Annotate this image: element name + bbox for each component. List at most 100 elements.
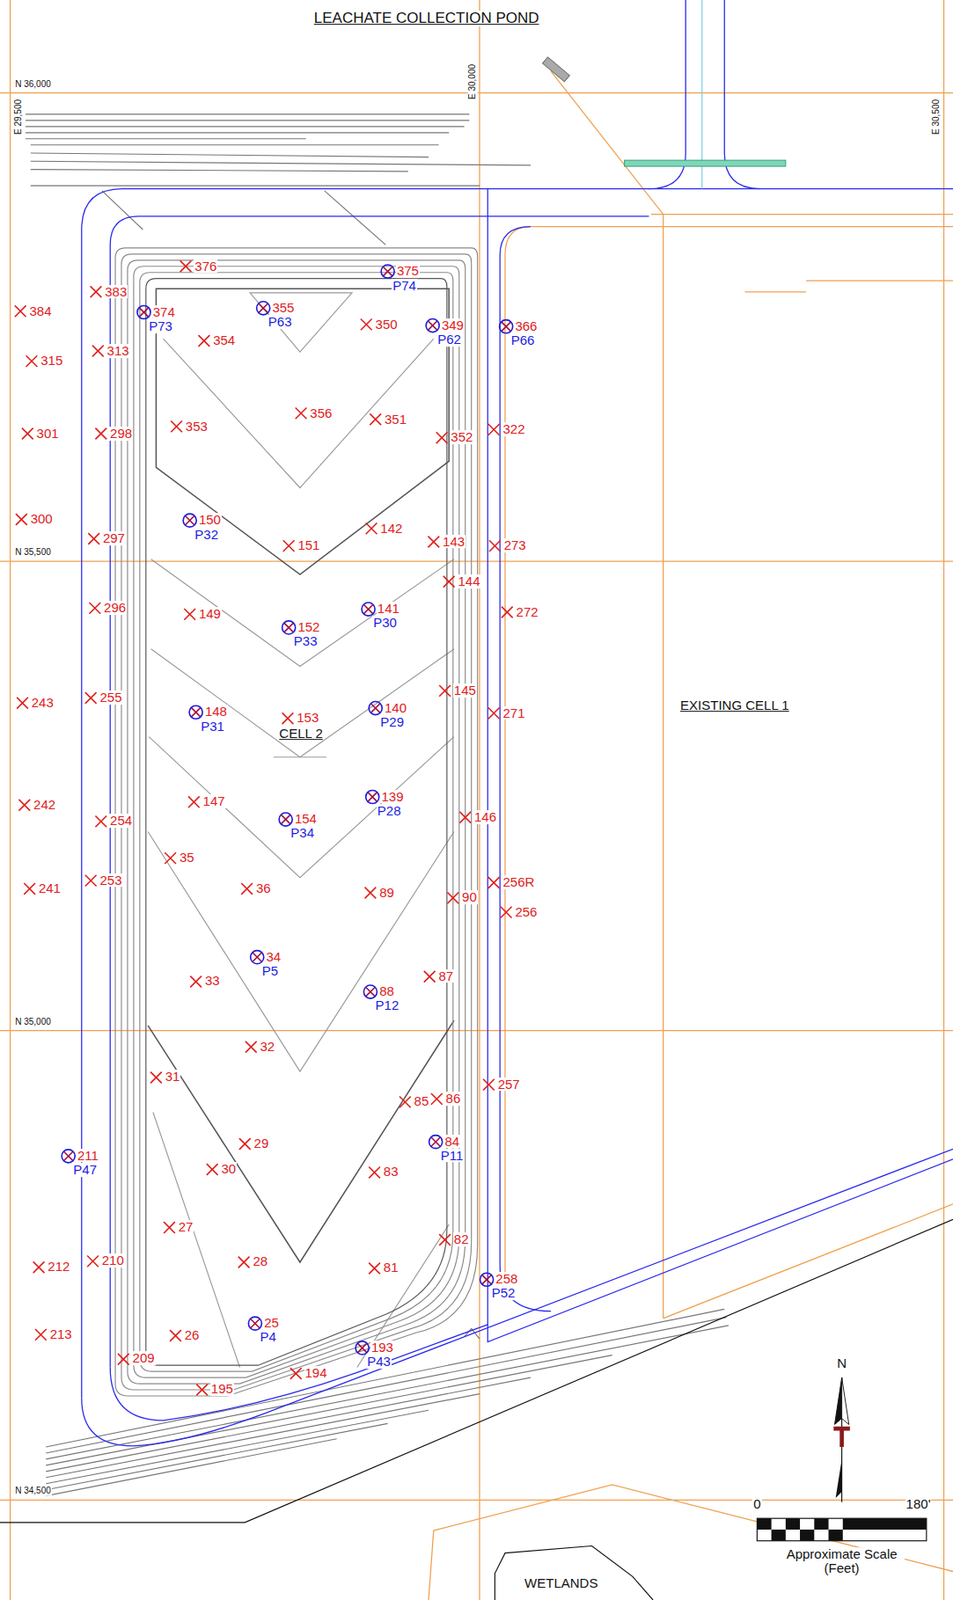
survey-point-stroke — [150, 1072, 162, 1085]
road-edge — [109, 1325, 488, 1422]
scale-bar-block — [785, 1518, 800, 1531]
point-number: 153 — [295, 711, 320, 726]
well-number: 88 — [378, 984, 396, 999]
piezometer-symbol — [355, 1341, 369, 1356]
survey-point-stroke — [35, 1329, 47, 1342]
scale-bar-block — [828, 1530, 844, 1542]
cell-contour — [115, 248, 478, 1397]
point-number: 146 — [473, 810, 498, 825]
survey-point-stroke — [282, 712, 294, 725]
outfall-structure — [542, 57, 571, 82]
survey-point-stroke — [439, 685, 451, 697]
well-number: 355 — [271, 300, 295, 316]
survey-point-stroke — [290, 1368, 302, 1380]
property-line — [550, 71, 664, 1320]
piezometer-symbol — [137, 305, 151, 319]
survey-point-stroke — [150, 1072, 162, 1085]
survey-point-stroke — [87, 533, 100, 545]
survey-point-stroke — [87, 533, 100, 545]
survey-point-symbol — [85, 875, 97, 888]
title-label: LEACHATE COLLECTION POND — [313, 10, 541, 27]
survey-point-stroke — [18, 799, 30, 812]
survey-point-stroke — [366, 523, 378, 536]
area-label: CELL 2 — [278, 726, 323, 741]
survey-point-symbol — [16, 697, 29, 710]
survey-point-stroke — [95, 428, 107, 440]
grid-line — [9, 0, 11, 1600]
piezometer-stroke — [64, 1151, 74, 1161]
area-label: EXISTING CELL 1 — [679, 699, 791, 714]
piezometer-stroke — [366, 987, 375, 997]
survey-point-stroke — [239, 1138, 251, 1151]
wetland-outline — [494, 1546, 653, 1600]
point-number: 90 — [461, 891, 478, 906]
piezometer-id: P30 — [372, 616, 398, 631]
survey-point-stroke — [169, 1330, 182, 1342]
piezometer-id: P43 — [366, 1355, 392, 1370]
grid-line — [0, 560, 953, 562]
survey-point-stroke — [431, 1093, 443, 1106]
survey-point-stroke — [206, 1164, 219, 1176]
point-number: 86 — [445, 1092, 462, 1107]
survey-point-stroke — [239, 1138, 251, 1151]
piezometer-stroke — [252, 953, 262, 962]
survey-point-symbol — [443, 576, 455, 588]
survey-point-stroke — [424, 971, 436, 983]
point-number: 36 — [255, 881, 272, 896]
piezometer-stroke — [501, 322, 511, 331]
grid-coordinate: N 35,000 — [14, 1018, 52, 1028]
survey-point-symbol — [92, 345, 104, 358]
survey-point-stroke — [488, 424, 500, 436]
survey-point-stroke — [238, 1257, 250, 1269]
survey-point-stroke — [23, 883, 36, 895]
survey-point-stroke — [439, 1234, 451, 1247]
piezometer-ring — [248, 1317, 262, 1331]
grid-coordinate: N 35,500 — [14, 548, 52, 558]
survey-point-stroke — [443, 576, 455, 588]
survey-point-stroke — [190, 976, 202, 989]
survey-point-stroke — [431, 1093, 443, 1106]
survey-point-stroke — [85, 692, 97, 704]
survey-point-symbol — [368, 1263, 381, 1276]
well-number: 25 — [263, 1316, 280, 1331]
piezometer-id: P66 — [510, 333, 536, 348]
point-number: 353 — [184, 419, 209, 434]
survey-point-stroke — [500, 907, 513, 919]
survey-point-symbol — [238, 1257, 250, 1269]
survey-point-symbol — [431, 1093, 443, 1106]
well-number: 140 — [383, 701, 408, 716]
survey-point-symbol — [483, 1079, 495, 1092]
piezometer-ring — [137, 305, 151, 319]
property-lines — [428, 71, 953, 1600]
cell-contours — [115, 248, 478, 1397]
road-edge — [487, 189, 953, 1343]
piezometer-stroke — [191, 708, 201, 718]
well-number: 34 — [264, 950, 282, 965]
survey-point-stroke — [447, 892, 459, 904]
survey-point-stroke — [198, 335, 211, 347]
piezometer-stroke — [431, 1137, 440, 1147]
survey-point-stroke — [88, 602, 101, 615]
well-number: 375 — [395, 264, 420, 279]
survey-point-stroke — [90, 285, 103, 298]
point-number: 313 — [106, 344, 131, 359]
survey-point-stroke — [488, 424, 500, 436]
piezometer-symbol — [248, 1317, 262, 1331]
survey-point-stroke — [180, 260, 192, 272]
piezometer-stroke — [358, 1343, 367, 1353]
survey-point-stroke — [489, 540, 501, 552]
point-number: 194 — [304, 1366, 329, 1381]
survey-point-stroke — [16, 697, 29, 710]
point-number: 297 — [102, 531, 126, 546]
piezometer-stroke — [258, 303, 268, 313]
point-number: 272 — [515, 605, 540, 620]
survey-point-stroke — [196, 1385, 208, 1397]
grade-line — [163, 338, 434, 488]
piezometer-ring — [368, 702, 382, 716]
cell-contour — [139, 272, 454, 1372]
point-number: 243 — [30, 696, 55, 711]
road-edge — [109, 216, 649, 1369]
survey-point-symbol — [282, 712, 294, 725]
piezometer-ring — [366, 790, 380, 804]
piezometer-symbol — [61, 1150, 75, 1164]
